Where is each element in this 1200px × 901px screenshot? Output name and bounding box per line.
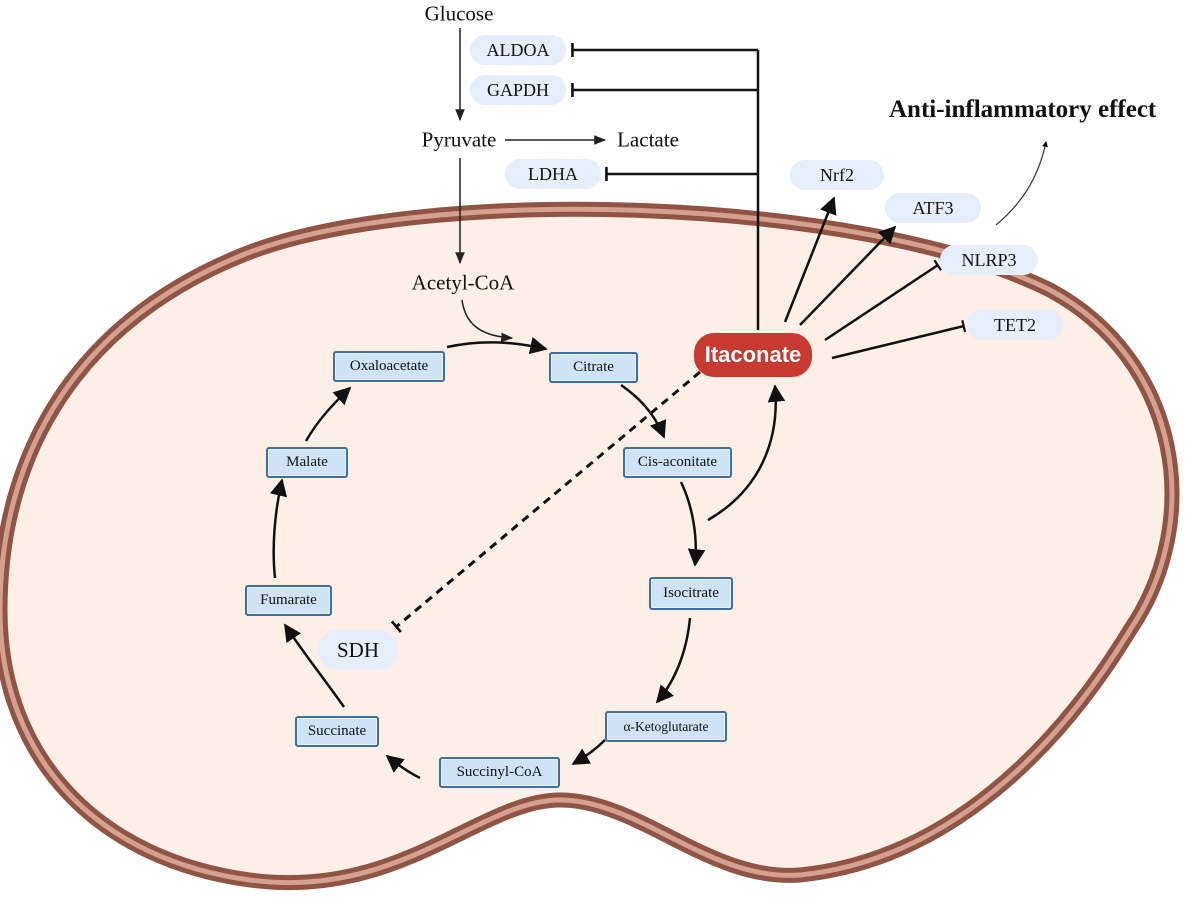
metabolite-oxaloacetate: Oxaloacetate bbox=[333, 351, 445, 382]
arrow-itaconate-to-nrf2 bbox=[783, 196, 837, 323]
target-tet2: TET2 bbox=[967, 310, 1063, 340]
metabolite-cis-aconitate: Cis-aconitate bbox=[623, 447, 732, 478]
anti-inflammatory-effect-label: Anti-inflammatory effect bbox=[889, 96, 1157, 123]
arrow-cis-aconitate-to-isocitrate bbox=[679, 481, 706, 567]
inhibit-tet2 bbox=[831, 319, 967, 360]
enzyme-sdh: SDH bbox=[318, 630, 398, 670]
metabolite-fumarate: Fumarate bbox=[245, 585, 332, 616]
metabolite-succinate: Succinate bbox=[295, 716, 379, 747]
arrow-oxaloacetate-to-citrate bbox=[446, 337, 548, 355]
metabolite-lactate: Lactate bbox=[617, 127, 679, 152]
arrow-cis-aconitate-to-itaconate bbox=[707, 384, 786, 522]
target-nrf2: Nrf2 bbox=[790, 160, 884, 190]
enzyme-ldha: LDHA bbox=[505, 159, 601, 189]
inhibit-nlrp3 bbox=[824, 259, 942, 342]
enzyme-gapdh: GAPDH bbox=[470, 75, 566, 105]
arrow-fumarate-to-malate bbox=[269, 478, 288, 579]
metabolite-alpha-ketoglutarate: α-Ketoglutarate bbox=[605, 711, 727, 742]
metabolite-acetyl-coa: Acetyl-CoA bbox=[411, 270, 515, 295]
arrow-succinyl-coa-to-succinate bbox=[385, 754, 421, 780]
metabolite-citrate: Citrate bbox=[549, 352, 638, 383]
metabolite-glucose: Glucose bbox=[424, 1, 494, 26]
arrow-alpha-ketoglutarate-to-succinyl-coa bbox=[571, 739, 606, 766]
arrow-malate-to-oxaloacetate bbox=[304, 386, 352, 442]
arrow-itaconate-to-atf3 bbox=[799, 225, 897, 326]
itaconate-node: Itaconate bbox=[694, 333, 812, 377]
enzyme-aldoa: ALDOA bbox=[470, 35, 566, 65]
metabolite-pyruvate: Pyruvate bbox=[421, 127, 497, 152]
inhibit-sdh-dashed bbox=[390, 370, 701, 633]
arrow-succinate-to-fumarate bbox=[283, 623, 346, 708]
arrow-isocitrate-to-alpha-ketoglutarate bbox=[655, 617, 692, 704]
metabolite-isocitrate: Isocitrate bbox=[649, 577, 733, 610]
metabolite-succinyl-coa: Succinyl-CoA bbox=[439, 757, 560, 788]
arrow-acetyl-coa-to-citrate bbox=[461, 299, 514, 343]
arrow-to-anti-inflammatory-effect bbox=[995, 140, 1048, 226]
metabolite-malate: Malate bbox=[266, 447, 348, 478]
target-atf3: ATF3 bbox=[885, 193, 981, 223]
arrow-citrate-to-cis-aconitate bbox=[620, 383, 667, 439]
target-nlrp3: NLRP3 bbox=[940, 245, 1038, 275]
